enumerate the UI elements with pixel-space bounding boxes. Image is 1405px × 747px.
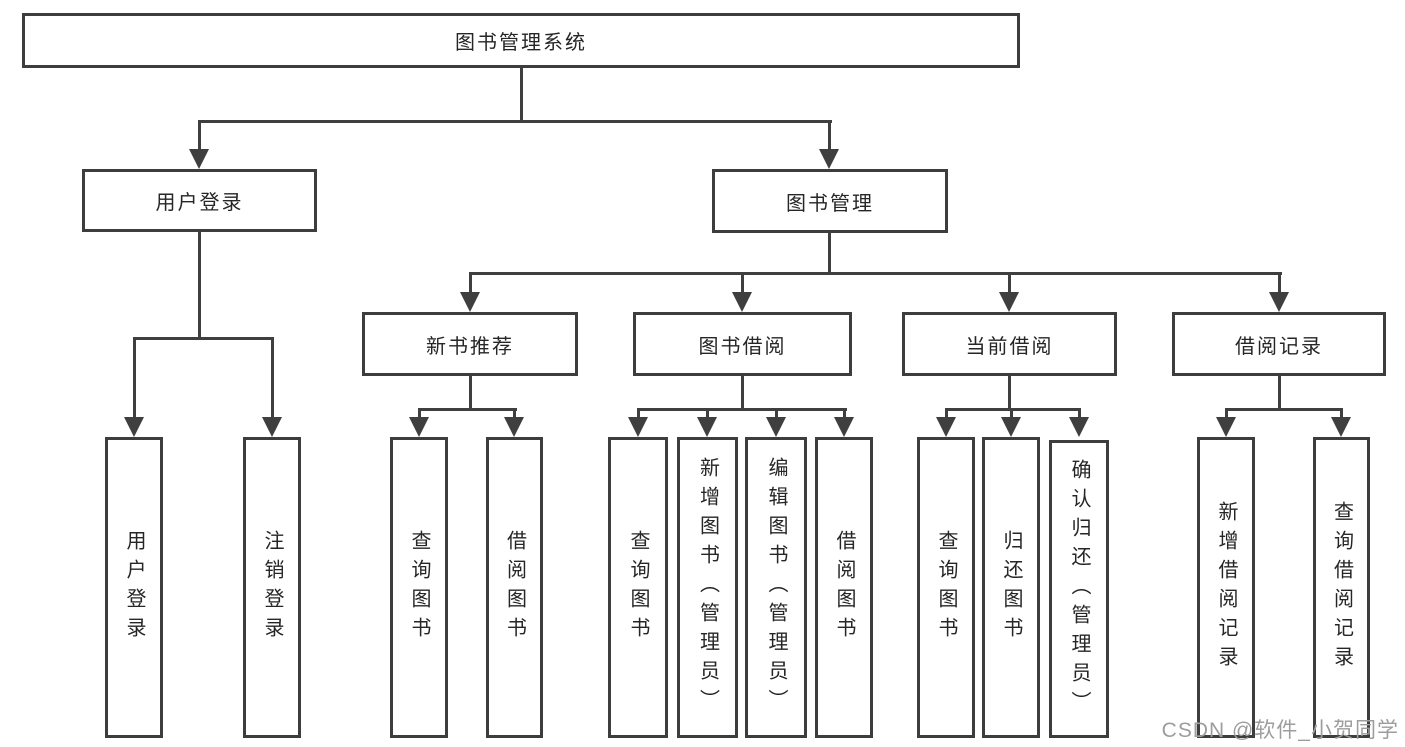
leaf-borrow-query-books: 查询图书 [608, 437, 668, 738]
leaf-current-confirm-return-admin: 确认归还（管理员） [1049, 440, 1109, 738]
leaf-newbook-query-books: 查询图书 [390, 437, 448, 738]
arrowhead-down-icon [766, 417, 786, 437]
connector-line [1008, 376, 1011, 408]
leaf-borrow-borrow-books: 借阅图书 [815, 437, 873, 738]
connector-line [133, 337, 136, 420]
arrowhead-down-icon [999, 292, 1019, 312]
arrowhead-down-icon [936, 417, 956, 437]
arrowhead-down-icon [1069, 417, 1089, 437]
node-user-login: 用户登录 [82, 169, 317, 232]
connector-line [271, 337, 274, 420]
connector-line [133, 337, 274, 340]
leaf-borrow-edit-books-admin: 编辑图书（管理员） [745, 437, 807, 738]
leaf-records-add-record: 新增借阅记录 [1197, 437, 1255, 738]
arrowhead-down-icon [732, 292, 752, 312]
connector-line [198, 120, 201, 152]
connector-line [637, 408, 640, 420]
watermark: CSDN @软件_小贺同学 [1161, 719, 1399, 742]
arrowhead-down-icon [697, 417, 717, 437]
arrowhead-down-icon [262, 417, 282, 437]
connector-line [775, 408, 778, 420]
connector-line [198, 120, 832, 123]
connector-line [418, 408, 517, 411]
arrowhead-down-icon [819, 149, 839, 169]
connector-line [198, 232, 201, 337]
arrowhead-down-icon [504, 417, 524, 437]
node-new-book-recommend: 新书推荐 [362, 312, 578, 376]
node-book-borrowing: 图书借阅 [633, 312, 852, 376]
arrowhead-down-icon [1269, 292, 1289, 312]
arrowhead-down-icon [124, 417, 144, 437]
arrowhead-down-icon [189, 149, 209, 169]
connector-line [1010, 408, 1013, 420]
connector-line [828, 233, 831, 272]
connector-line [741, 376, 744, 408]
connector-line [741, 272, 744, 295]
connector-line [945, 408, 1081, 411]
connector-line [945, 408, 948, 420]
connector-line [1225, 408, 1228, 420]
connector-line [469, 272, 472, 295]
leaf-records-query-record: 查询借阅记录 [1313, 437, 1370, 738]
node-current-borrowing: 当前借阅 [902, 312, 1117, 376]
connector-line [1278, 376, 1281, 408]
connector-line [1340, 408, 1343, 420]
connector-line [828, 120, 831, 152]
node-book-management: 图书管理 [712, 169, 948, 233]
connector-line [637, 408, 847, 411]
leaf-user-login: 用户登录 [105, 437, 163, 738]
connector-line [1008, 272, 1011, 295]
connector-line [520, 68, 523, 120]
leaf-logout: 注销登录 [243, 437, 301, 738]
connector-line [1225, 408, 1343, 411]
node-borrowing-records: 借阅记录 [1172, 312, 1386, 376]
leaf-newbook-borrow-books: 借阅图书 [486, 437, 543, 738]
arrowhead-down-icon [628, 417, 648, 437]
connector-line [418, 408, 421, 420]
connector-line [513, 408, 516, 420]
leaf-borrow-add-books-admin: 新增图书（管理员） [677, 437, 738, 738]
node-root-book-management-system: 图书管理系统 [22, 13, 1020, 68]
arrowhead-down-icon [460, 292, 480, 312]
arrowhead-down-icon [834, 417, 854, 437]
leaf-current-query-books: 查询图书 [917, 437, 975, 738]
arrowhead-down-icon [1331, 417, 1351, 437]
connector-line [469, 272, 1282, 275]
arrowhead-down-icon [409, 417, 429, 437]
leaf-current-return-books: 归还图书 [982, 437, 1040, 738]
connector-line [843, 408, 846, 420]
connector-line [469, 376, 472, 408]
connector-line [1278, 272, 1281, 295]
arrowhead-down-icon [1001, 417, 1021, 437]
connector-line [1078, 408, 1081, 420]
arrowhead-down-icon [1216, 417, 1236, 437]
connector-line [706, 408, 709, 420]
